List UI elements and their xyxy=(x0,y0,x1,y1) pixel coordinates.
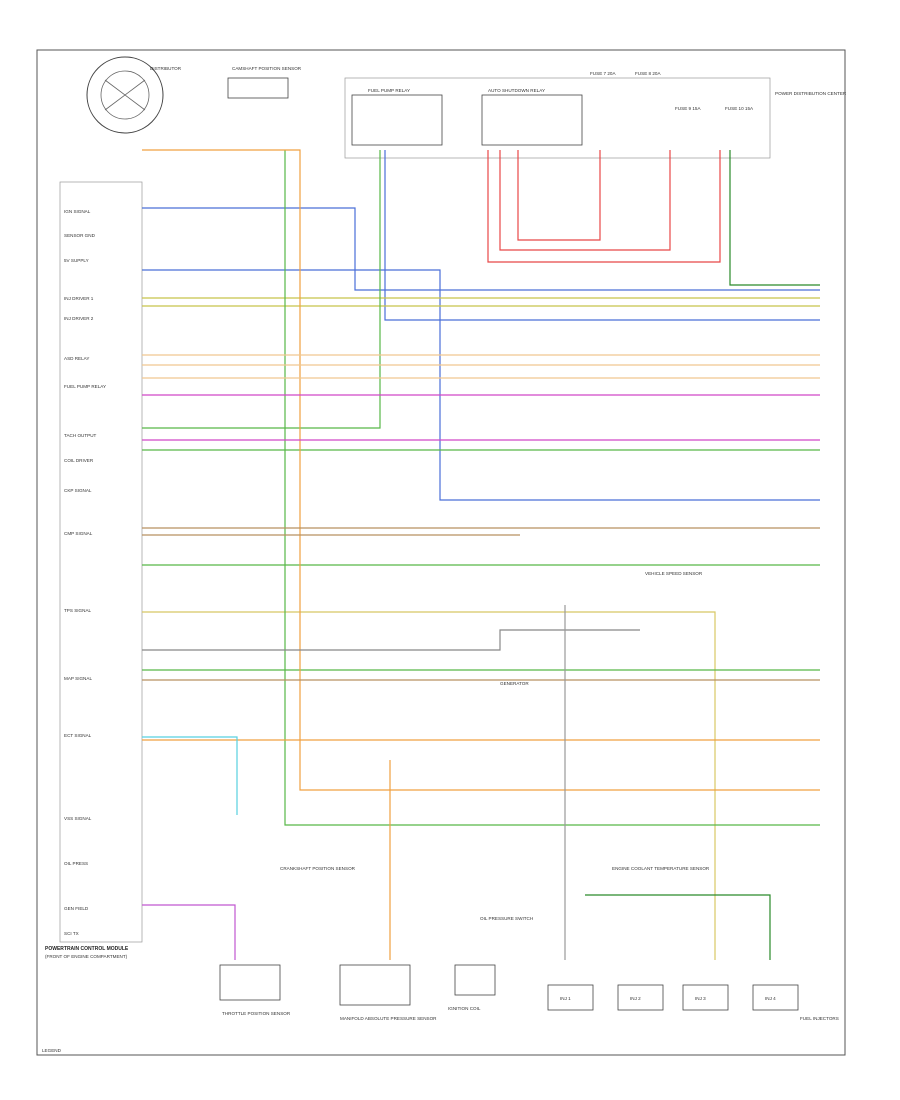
footer-label: LEGEND xyxy=(42,1048,62,1053)
diagram-frame xyxy=(36,49,846,1056)
pin-label: ASD RELAY xyxy=(64,356,89,361)
pcm-pin-labels: IGN SIGNAL SENSOR GND 5V SUPPLY INJ DRIV… xyxy=(64,209,106,936)
injector-2-box xyxy=(617,984,664,1011)
pin-label: IGN SIGNAL xyxy=(64,209,91,214)
pin-label: TPS SIGNAL xyxy=(64,608,92,613)
fuse-1: FUSE 7 20A xyxy=(590,71,616,76)
throttle-sensor-box xyxy=(219,964,281,1001)
fuse-3: FUSE 9 15A xyxy=(675,106,701,111)
ect-sensor-label: ENGINE COOLANT TEMPERATURE SENSOR xyxy=(612,866,710,871)
pcm-block xyxy=(59,181,143,943)
pin-label: FUEL PUMP RELAY xyxy=(64,384,106,389)
asd-relay-box xyxy=(481,94,583,146)
pin-label: VSS SIGNAL xyxy=(64,816,92,821)
pin-label: MAP SIGNAL xyxy=(64,676,92,681)
distributor-label: DISTRIBUTOR xyxy=(150,66,182,71)
map-sensor-box xyxy=(339,964,411,1006)
fuel-injectors-label: FUEL INJECTORS xyxy=(800,1016,839,1021)
injector-label: INJ 2 xyxy=(630,996,641,1001)
fuel-pump-relay-label: FUEL PUMP RELAY xyxy=(368,88,410,93)
pin-label: TACH OUTPUT xyxy=(64,433,97,438)
pdc-box xyxy=(344,77,771,159)
injector-1-box xyxy=(547,984,594,1011)
pdc-label: POWER DISTRIBUTION CENTER xyxy=(775,91,847,96)
wires xyxy=(142,149,820,960)
crank-sensor-label: CRANKSHAFT POSITION SENSOR xyxy=(280,866,356,871)
injectors: INJ 1 INJ 2 INJ 3 INJ 4 xyxy=(547,984,799,1011)
pin-label: CMP SIGNAL xyxy=(64,531,93,536)
generator-label: GENERATOR xyxy=(500,681,529,686)
distributor: DISTRIBUTOR xyxy=(86,56,182,134)
oil-pressure-label: OIL PRESSURE SWITCH xyxy=(480,916,533,921)
speed-sensor-label: VEHICLE SPEED SENSOR xyxy=(645,571,703,576)
pin-label: CKP SIGNAL xyxy=(64,488,92,493)
ign-coil-label: IGNITION COIL xyxy=(448,1006,481,1011)
pin-label: SENSOR GND xyxy=(64,233,96,238)
pcm-label: POWERTRAIN CONTROL MODULE xyxy=(45,946,129,952)
pcm-sub-label: (FRONT OF ENGINE COMPARTMENT) xyxy=(45,954,128,959)
injector-label: INJ 4 xyxy=(765,996,776,1001)
pin-label: OIL PRESS xyxy=(64,861,88,866)
ign-coil-box xyxy=(454,964,496,996)
cam-sensor-box xyxy=(227,77,289,99)
asd-relay-label: AUTO SHUTDOWN RELAY xyxy=(488,88,545,93)
cam-sensor-label: CAMSHAFT POSITION SENSOR xyxy=(232,66,302,71)
pin-label: ECT SIGNAL xyxy=(64,733,92,738)
injector-label: INJ 1 xyxy=(560,996,571,1001)
map-sensor-label: MANIFOLD ABSOLUTE PRESSURE SENSOR xyxy=(340,1016,437,1021)
fuse-4: FUSE 10 15A xyxy=(725,106,754,111)
injector-label: INJ 3 xyxy=(695,996,706,1001)
fuse-2: FUSE 8 20A xyxy=(635,71,661,76)
pin-label: INJ DRIVER 2 xyxy=(64,316,94,321)
injector-4-box xyxy=(752,984,799,1011)
pin-label: GEN FIELD xyxy=(64,906,89,911)
pin-label: INJ DRIVER 1 xyxy=(64,296,94,301)
pin-label: 5V SUPPLY xyxy=(64,258,89,263)
throttle-sensor-label: THROTTLE POSITION SENSOR xyxy=(222,1011,291,1016)
fuel-pump-relay-box xyxy=(351,94,443,146)
pin-label: COIL DRIVER xyxy=(64,458,94,463)
injector-3-box xyxy=(682,984,729,1011)
pin-label: SCI TX xyxy=(64,931,79,936)
